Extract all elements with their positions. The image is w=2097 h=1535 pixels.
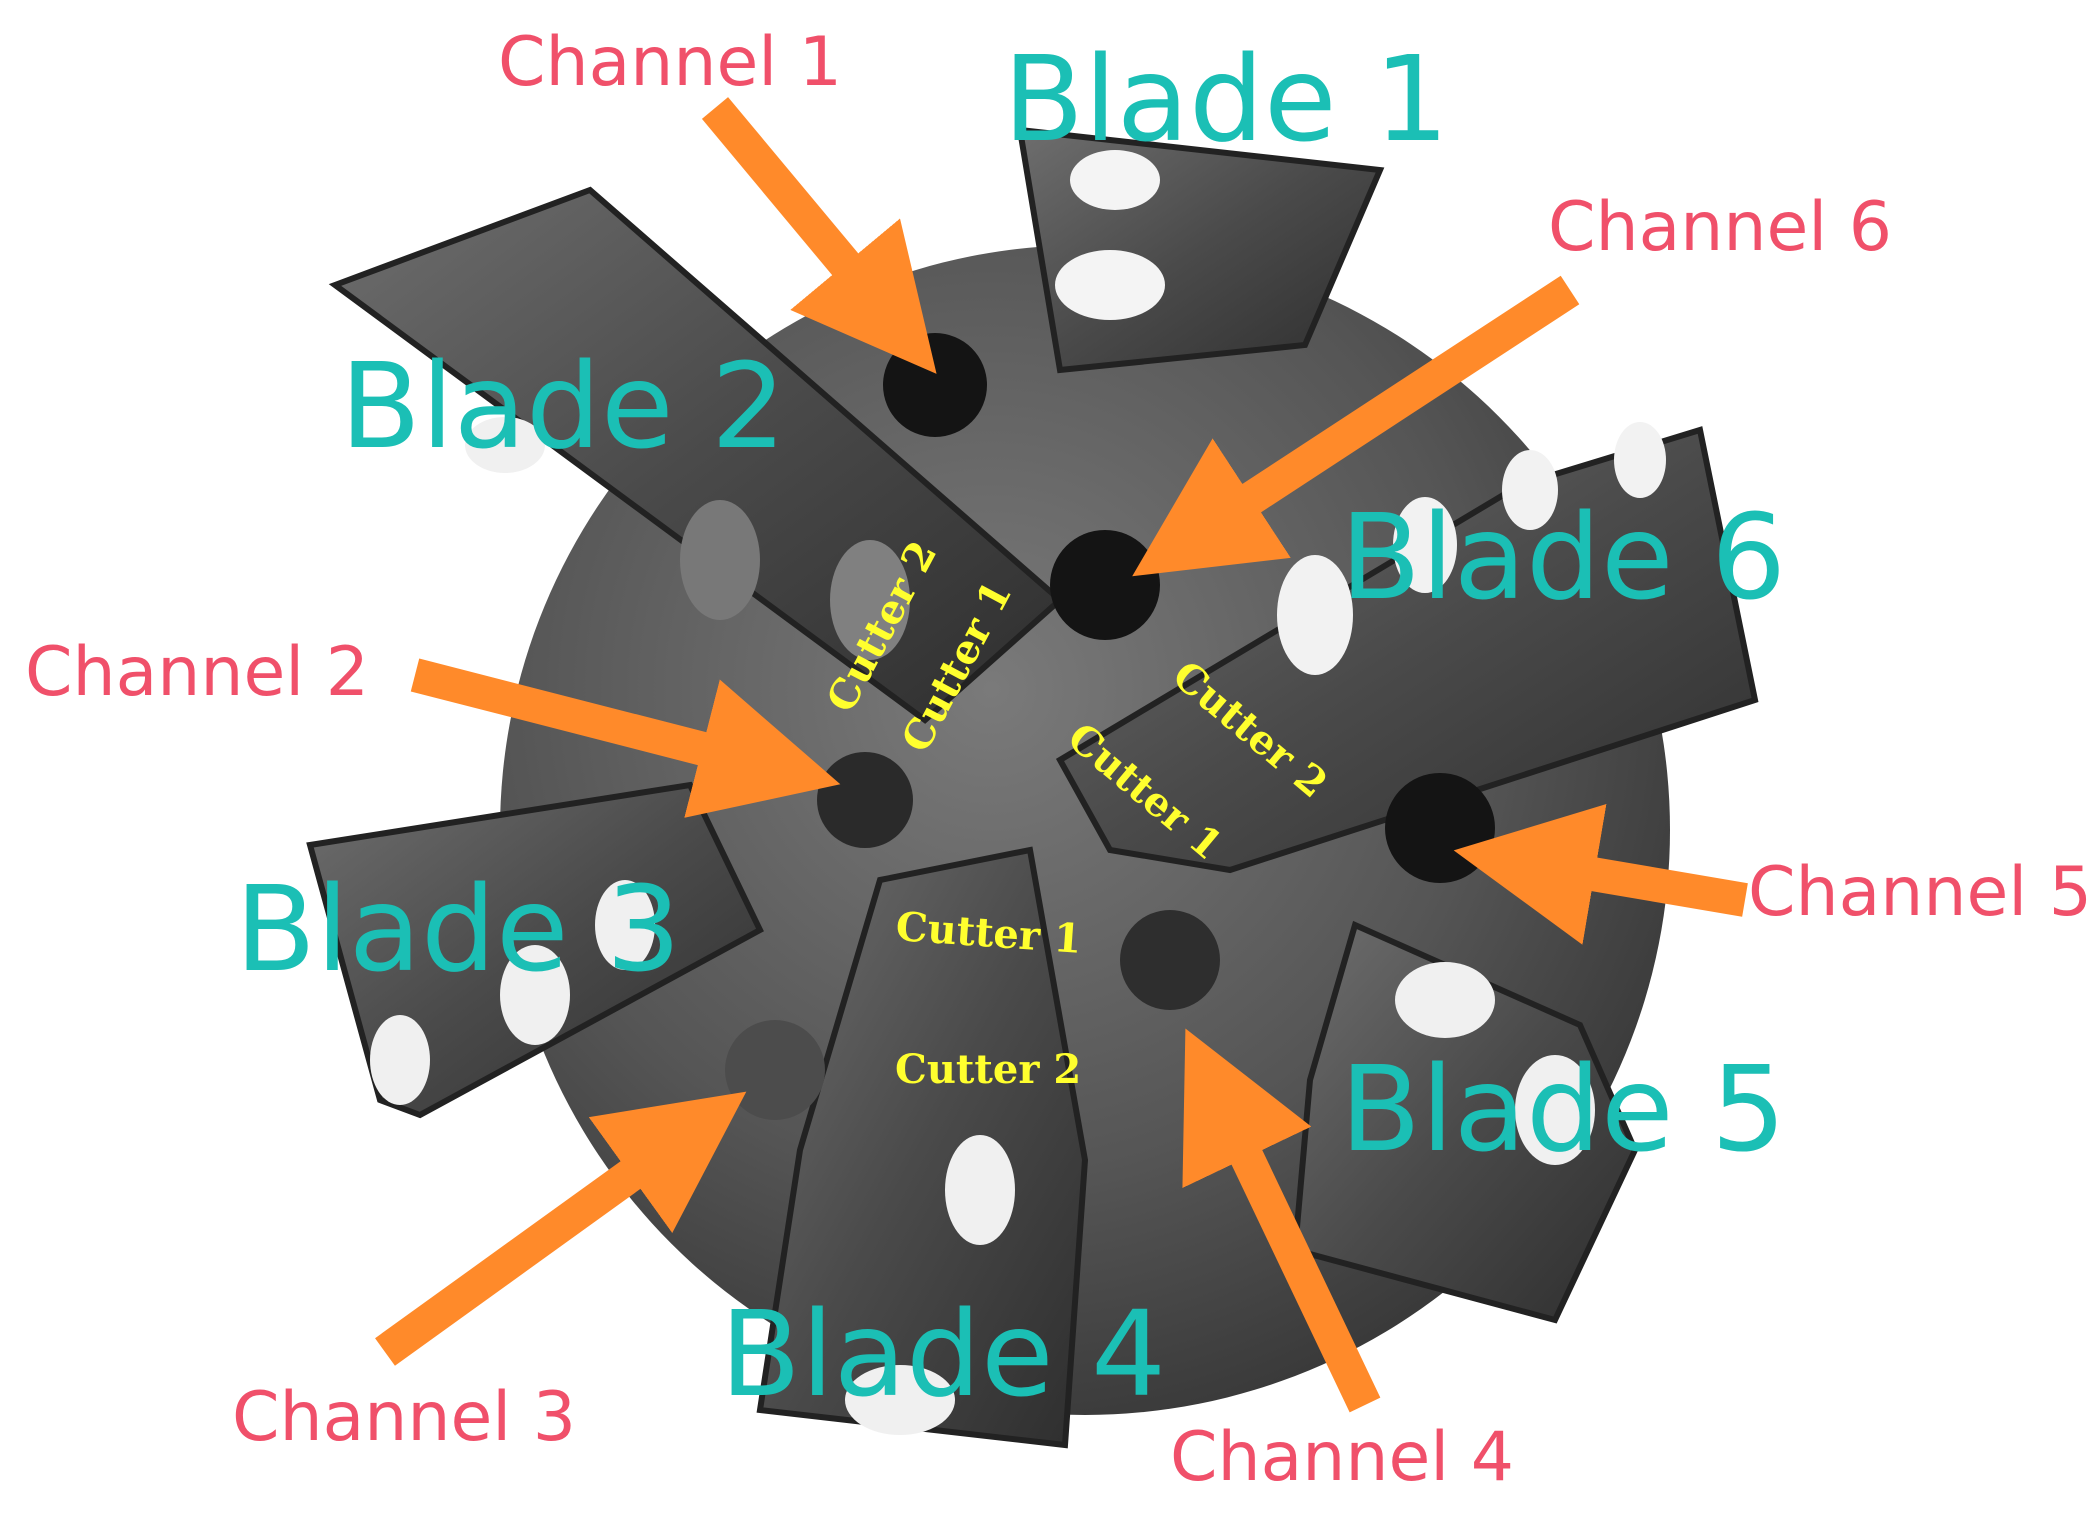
arrow-channel-2 bbox=[410, 658, 841, 818]
arrow-channel-4 bbox=[1182, 1028, 1381, 1413]
arrow-channel-6 bbox=[1132, 275, 1580, 577]
blade-6-label: Blade 6 bbox=[1340, 488, 1786, 626]
blade-1-body bbox=[1016, 126, 1385, 374]
channel-1-label: Channel 1 bbox=[498, 23, 842, 102]
channel-3-hole bbox=[725, 1020, 825, 1120]
arrow-channel-3 bbox=[375, 1091, 747, 1366]
blade-5-label: Blade 5 bbox=[1340, 1040, 1786, 1178]
arrow-channel-5 bbox=[1453, 803, 1748, 945]
blade-3-label: Blade 3 bbox=[235, 860, 681, 998]
blade-6-body bbox=[1055, 422, 1759, 874]
arrow-channel-1 bbox=[701, 97, 937, 374]
channel-4-hole bbox=[1120, 910, 1220, 1010]
blade-2-label: Blade 2 bbox=[340, 337, 786, 475]
channel-4-label: Channel 4 bbox=[1170, 1418, 1514, 1497]
blade-4-body bbox=[756, 846, 1089, 1449]
blade-2-body bbox=[328, 186, 1065, 724]
cutter-label-blade4-2: Cutter 2 bbox=[895, 1046, 1081, 1093]
channel-1-hole bbox=[883, 333, 987, 437]
channel-3-label: Channel 3 bbox=[232, 1378, 576, 1457]
channel-2-label: Channel 2 bbox=[25, 633, 369, 712]
channel-5-label: Channel 5 bbox=[1748, 853, 2092, 932]
channel-6-hole bbox=[1050, 530, 1160, 640]
blade-4-label: Blade 4 bbox=[720, 1285, 1166, 1423]
blade-3-body bbox=[306, 781, 764, 1119]
blade-1-label: Blade 1 bbox=[1003, 30, 1449, 168]
channel-5-hole bbox=[1385, 773, 1495, 883]
channel-2-hole bbox=[817, 752, 913, 848]
channel-6-label: Channel 6 bbox=[1548, 188, 1892, 267]
